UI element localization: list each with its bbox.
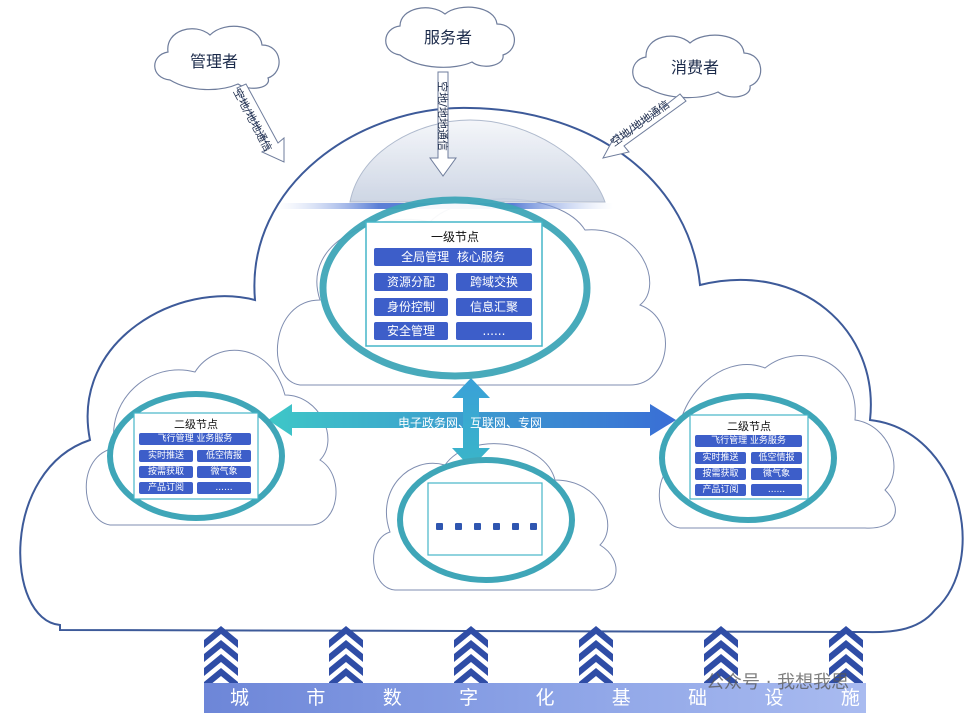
chevron — [454, 654, 488, 676]
level2-right-header: 飞行管理 业务服务 — [695, 435, 802, 447]
level1-item-identity-ctrl: 身份控制 — [374, 298, 448, 316]
top-dome — [349, 119, 606, 203]
chevron — [704, 654, 738, 676]
level2-left-item-micro-weather: 微气象 — [197, 466, 251, 478]
network-label: 电子政务网、互联网、专网 — [397, 416, 542, 430]
inner-cloud-left — [85, 349, 337, 526]
link-label-left: 空地/地地通信 — [230, 86, 275, 155]
chevron-pillar-5 — [829, 626, 863, 690]
chevron — [829, 668, 863, 690]
bottom-node-dots — [436, 523, 537, 530]
level2-left-item-subscription: 产品订阅 — [139, 482, 193, 494]
chevron — [204, 640, 238, 662]
bottom-node-box — [427, 482, 543, 556]
level2-left-item-realtime-push: 实时推送 — [139, 450, 193, 462]
level1-item-global-mgmt: 全局管理 — [401, 250, 450, 264]
level2-left-item-more: ...... — [197, 482, 251, 494]
infra-char-2: 数 — [382, 687, 402, 709]
link-label-right: 空地/地地通信 — [608, 97, 673, 150]
chevron — [704, 640, 738, 662]
chevron — [829, 640, 863, 662]
infra-char-8: 施 — [840, 687, 860, 709]
level2-left-item-low-alt-intel: 低空情报 — [197, 450, 251, 462]
actor-consumer-label: 消费者 — [670, 58, 719, 77]
level2-right-item-realtime-push: 实时推送 — [695, 452, 746, 464]
level1-item-resource-alloc: 资源分配 — [374, 273, 448, 291]
actor-service-provider-label: 服务者 — [423, 28, 472, 47]
chevron — [329, 640, 363, 662]
link-arrow-right — [602, 93, 687, 159]
level1-item-security-mgmt: 安全管理 — [374, 322, 448, 340]
chevron — [829, 626, 863, 648]
inner-cloud-bottom — [373, 443, 617, 591]
vertical-arrow — [452, 378, 490, 468]
level2-right-title: 二级节点 — [727, 420, 771, 433]
chevron — [204, 668, 238, 690]
chevron — [454, 640, 488, 662]
chevron — [204, 626, 238, 648]
chevron — [329, 654, 363, 676]
level1-item-cross-domain: 跨域交换 — [456, 273, 532, 291]
chevron — [454, 668, 488, 690]
chevron — [329, 626, 363, 648]
actor-manager-label: 管理者 — [189, 52, 238, 71]
infra-char-3: 字 — [459, 687, 479, 709]
level2-right-item-on-demand: 按需获取 — [695, 468, 746, 480]
infra-char-4: 化 — [535, 687, 555, 709]
watermark: 公众号 · 我想我思 — [706, 672, 850, 693]
chevron-pillar-2 — [454, 626, 488, 690]
level2-right-item-subscription: 产品订阅 — [695, 484, 746, 496]
level2-right-item-low-alt-intel: 低空情报 — [751, 452, 802, 464]
chevron — [454, 626, 488, 648]
chevron-pillar-3 — [579, 626, 613, 690]
level2-left-header: 飞行管理 业务服务 — [139, 433, 251, 445]
link-arrow-center — [429, 71, 457, 177]
level1-item-more: ...... — [456, 322, 532, 340]
chevron — [704, 626, 738, 648]
chevron — [579, 640, 613, 662]
level1-item-core-service: 核心服务 — [456, 250, 505, 264]
infra-char-5: 基 — [611, 687, 631, 709]
level2-left-title: 二级节点 — [174, 418, 218, 431]
infra-char-7: 设 — [764, 687, 784, 709]
chevron — [204, 654, 238, 676]
chevron — [579, 626, 613, 648]
level1-title: 一级节点 — [430, 230, 479, 244]
cloud-service-provider — [385, 6, 516, 68]
infrastructure-bar — [204, 683, 866, 713]
level2-right-item-micro-weather: 微气象 — [751, 468, 802, 480]
chevron-pillar-4 — [704, 626, 738, 690]
infrastructure-label: 城 市 数 字 化 基 础 设 施 — [230, 684, 860, 712]
link-label-center: 空地/地地通信 — [435, 81, 449, 151]
level1-row1: 全局管理 核心服务 — [374, 248, 532, 266]
chevron-pillar-0 — [204, 626, 238, 690]
level2-left-item-on-demand: 按需获取 — [139, 466, 193, 478]
chevron — [704, 668, 738, 690]
chevron — [579, 654, 613, 676]
chevron — [579, 668, 613, 690]
level2-right-item-more: ...... — [751, 484, 802, 496]
level1-item-info-aggregation: 信息汇聚 — [456, 298, 532, 316]
chevron-pillar-1 — [329, 626, 363, 690]
chevron — [829, 654, 863, 676]
infra-char-6: 础 — [688, 687, 708, 709]
cloud-manager — [154, 25, 280, 91]
link-arrow-left — [236, 83, 285, 163]
infrastructure-chevrons — [204, 626, 863, 690]
infra-char-0: 城 — [230, 687, 250, 709]
chevron — [329, 668, 363, 690]
infra-char-1: 市 — [306, 687, 326, 709]
cloud-consumer — [632, 34, 762, 99]
